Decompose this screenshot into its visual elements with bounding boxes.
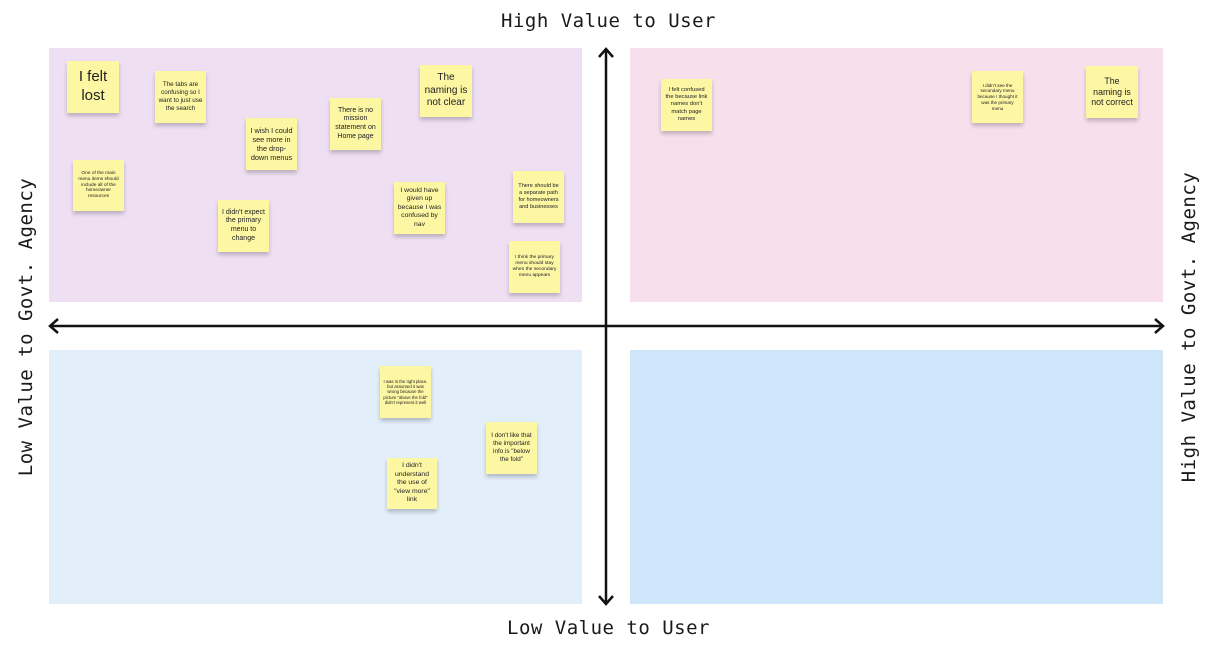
sticky-note[interactable]: There should be a separate path for home… — [513, 171, 564, 223]
sticky-note[interactable]: I would have given up because I was conf… — [394, 182, 445, 234]
sticky-note[interactable]: The naming is not correct — [1086, 66, 1138, 118]
arrow-left-icon — [48, 318, 59, 334]
quadrant-low-user-high-agency — [630, 350, 1163, 604]
quadrant-low-user-low-agency — [49, 350, 582, 604]
axis-label-left: Low Value to Govt. Agency — [15, 177, 37, 477]
axis-label-bottom: Low Value to User — [507, 617, 710, 639]
axis-label-right: High Value to Govt. Agency — [1178, 171, 1200, 483]
sticky-note[interactable]: I didn't understand the use of "view mor… — [387, 458, 437, 509]
axis-label-top: High Value to User — [501, 10, 716, 32]
sticky-note[interactable]: One of the main menu items should includ… — [73, 160, 124, 211]
sticky-note[interactable]: I wish I could see more in the drop-down… — [246, 118, 297, 170]
sticky-note[interactable]: I don't like that the important info is … — [486, 422, 537, 474]
sticky-note[interactable]: The tabs are confusing so I want to just… — [155, 71, 206, 123]
sticky-note[interactable]: I think the primary menu should stay whe… — [509, 241, 560, 293]
quadrant-high-user-low-agency — [49, 48, 582, 302]
sticky-note[interactable]: I felt lost — [67, 61, 119, 113]
sticky-note[interactable]: I didn't expect the primary menu to chan… — [218, 200, 269, 252]
quadrant-high-user-high-agency — [630, 48, 1163, 302]
sticky-note[interactable]: I felt confused the because link names d… — [661, 79, 712, 131]
arrow-right-icon — [1154, 318, 1165, 334]
sticky-note[interactable]: The naming is not clear — [420, 65, 472, 117]
sticky-note[interactable]: There is no mission statement on Home pa… — [330, 98, 381, 150]
sticky-note[interactable]: I didn't see the secondary menu because … — [972, 71, 1023, 123]
arrow-down-icon — [598, 595, 614, 606]
sticky-note[interactable]: I was in the right place, but assumed it… — [380, 366, 431, 418]
arrow-up-icon — [598, 47, 614, 58]
